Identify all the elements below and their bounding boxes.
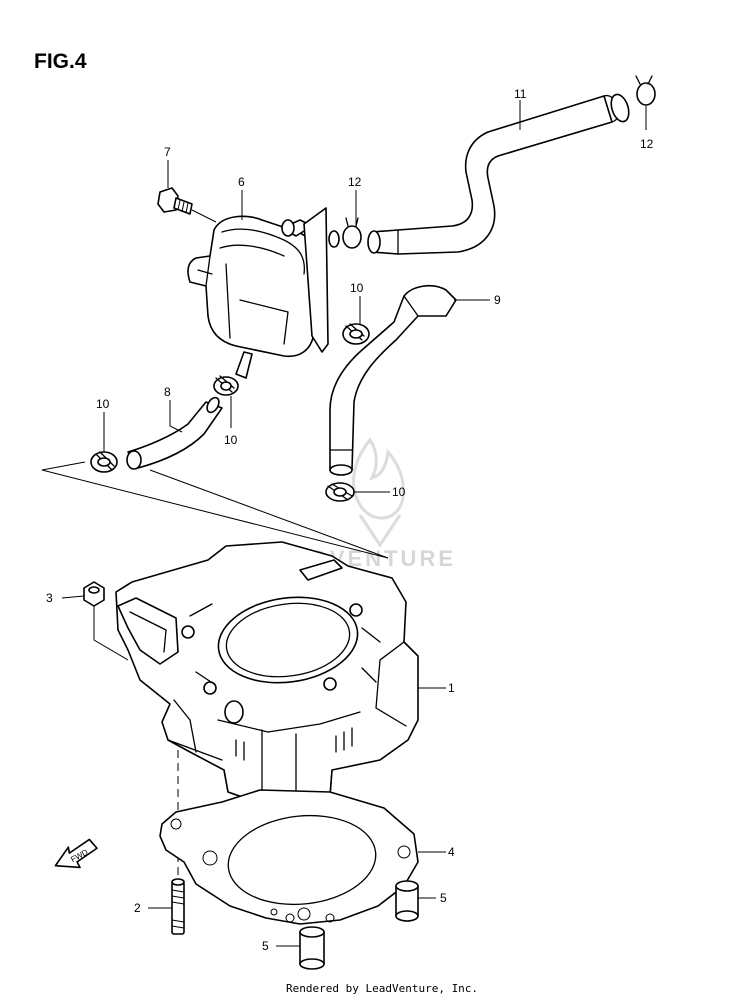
clip-12-upper xyxy=(635,75,656,106)
breather-box-6 xyxy=(187,207,329,379)
callout-10-lower: 10 xyxy=(392,485,406,499)
callout-9: 9 xyxy=(494,293,501,307)
leader-lines xyxy=(61,100,647,947)
gasket-4 xyxy=(159,789,419,925)
callout-4: 4 xyxy=(448,845,455,859)
callout-7: 7 xyxy=(164,145,171,159)
callout-10-center: 10 xyxy=(224,433,238,447)
watermark-flame-icon xyxy=(352,437,405,520)
callout-8: 8 xyxy=(164,385,171,399)
fwd-arrow-icon: FWD xyxy=(54,838,98,869)
callout-12-upper: 12 xyxy=(640,137,654,151)
clamp-10-center xyxy=(213,375,239,396)
callout-labels: 11 12 12 6 7 10 9 10 8 10 10 1 3 4 5 2 5 xyxy=(46,87,654,953)
clip-12-lower xyxy=(328,217,362,249)
callout-3: 3 xyxy=(46,591,53,605)
callout-5-bottom: 5 xyxy=(262,939,269,953)
clamp-10-left xyxy=(90,451,118,473)
watermark-chevron-icon xyxy=(358,514,402,548)
hose-11 xyxy=(367,93,630,255)
nut-3 xyxy=(83,581,129,661)
dowel-5-right xyxy=(395,880,419,922)
dowel-5-bottom xyxy=(299,926,325,970)
hose-9 xyxy=(329,284,457,476)
callout-12-lower: 12 xyxy=(348,175,362,189)
clamp-10-lower xyxy=(325,482,355,502)
callout-11: 11 xyxy=(514,87,527,101)
figure-title: FIG.4 xyxy=(34,50,87,73)
callout-1: 1 xyxy=(448,681,455,695)
render-credit: Rendered by LeadVenture, Inc. xyxy=(286,982,478,995)
bolt-7 xyxy=(157,187,217,223)
callout-6: 6 xyxy=(238,175,245,189)
callout-5-right: 5 xyxy=(440,891,447,905)
clamp-10-upper xyxy=(342,323,370,345)
callout-2: 2 xyxy=(134,901,141,915)
callout-10-upper: 10 xyxy=(350,281,364,295)
hose-8 xyxy=(126,396,223,470)
stud-2 xyxy=(171,878,185,935)
callout-10-left: 10 xyxy=(96,397,110,411)
cylinder-1 xyxy=(115,541,419,809)
